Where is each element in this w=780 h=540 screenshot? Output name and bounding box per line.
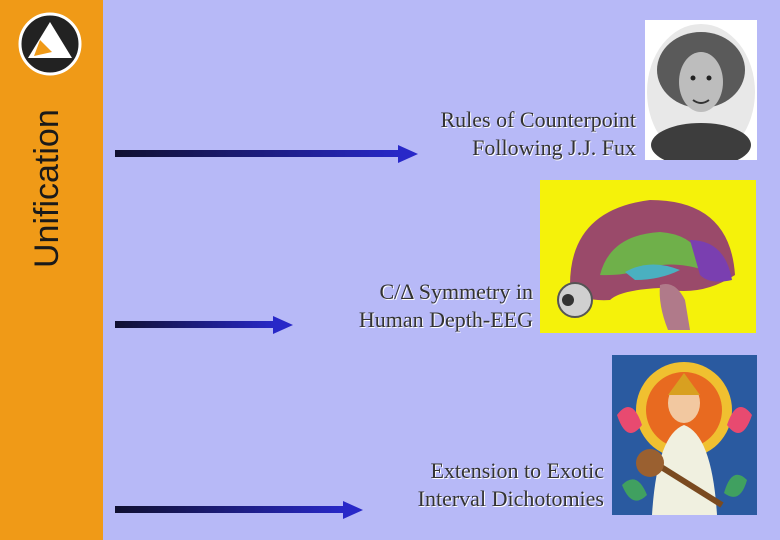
arrow-2: [115, 316, 293, 334]
portrait-image: [645, 20, 757, 160]
item-3-label: Extension to Exotic Interval Dichotomies: [418, 457, 604, 513]
item-3-line2: Interval Dichotomies: [417, 486, 604, 511]
item-2-line2: Human Depth-EEG: [358, 307, 533, 332]
brain-image: [540, 180, 756, 333]
item-2-line1: C/Δ Symmetry in: [379, 279, 534, 304]
sidebar: Unification: [0, 0, 103, 540]
item-3-line1: Extension to Exotic: [430, 458, 604, 483]
item-2-label: C/Δ Symmetry in Human Depth-EEG: [359, 278, 533, 334]
arrow-1: [115, 145, 418, 163]
item-1-line1: Rules of Counterpoint: [440, 107, 636, 132]
saraswati-image: [612, 355, 757, 515]
item-1-label: Rules of Counterpoint Following J.J. Fux: [440, 106, 636, 162]
arrow-3: [115, 501, 363, 519]
logo-icon: [18, 12, 82, 76]
slide-section-title: Unification: [28, 109, 66, 268]
item-1-line2: Following J.J. Fux: [472, 135, 636, 160]
